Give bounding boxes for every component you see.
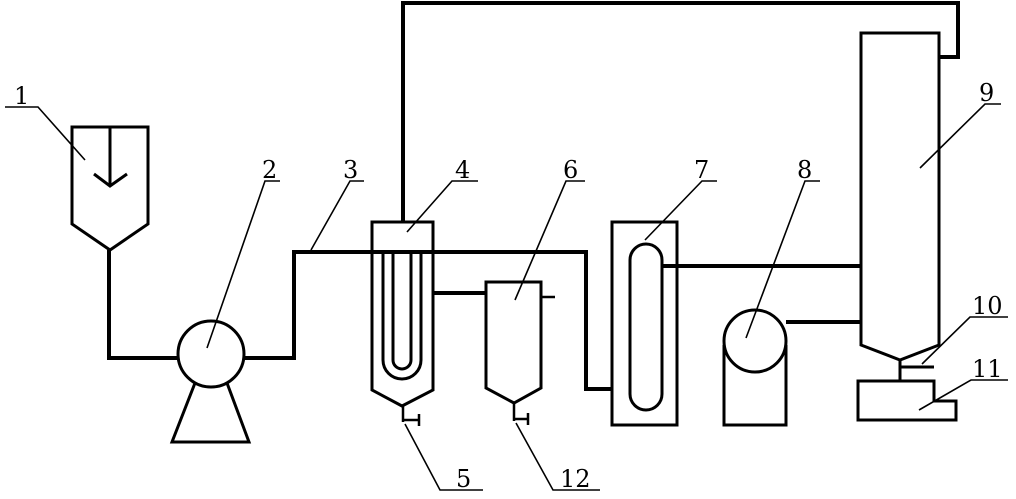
label-8: 8 [797,156,812,184]
u-tube-inner [391,252,413,371]
label-3: 3 [343,156,358,184]
pump-base [169,382,252,444]
label-12: 12 [560,465,591,493]
label-2: 2 [262,156,277,184]
separator-6 [484,280,555,425]
tower-9 [859,31,941,381]
label-10: 10 [972,292,1003,320]
u-tube [381,252,423,381]
drain-valve-5 [401,406,421,426]
hopper-1 [70,125,150,252]
blower-8 [722,308,788,427]
pipe-pump-to-exchanger [244,250,612,391]
label-5: 5 [456,465,471,493]
coil-exchanger-7 [610,220,679,427]
leader-lines [5,103,1008,491]
label-4: 4 [455,156,470,184]
exchanger-4 [370,220,435,426]
agitator-blade [93,172,128,188]
pump-2 [169,319,252,444]
number-labels: 1 2 3 4 5 6 7 8 9 10 11 12 [14,79,1003,493]
label-11: 11 [972,355,1003,383]
pipe-hopper-to-pump [107,250,178,360]
label-9: 9 [979,79,994,107]
collector-11 [856,379,958,422]
label-6: 6 [563,156,578,184]
label-1: 1 [14,82,29,110]
pipes [107,1,960,391]
drain-valve-12 [512,403,530,425]
label-7: 7 [694,156,709,184]
discharge-valve-10 [898,360,934,381]
pipe-top-return-line [401,1,960,222]
